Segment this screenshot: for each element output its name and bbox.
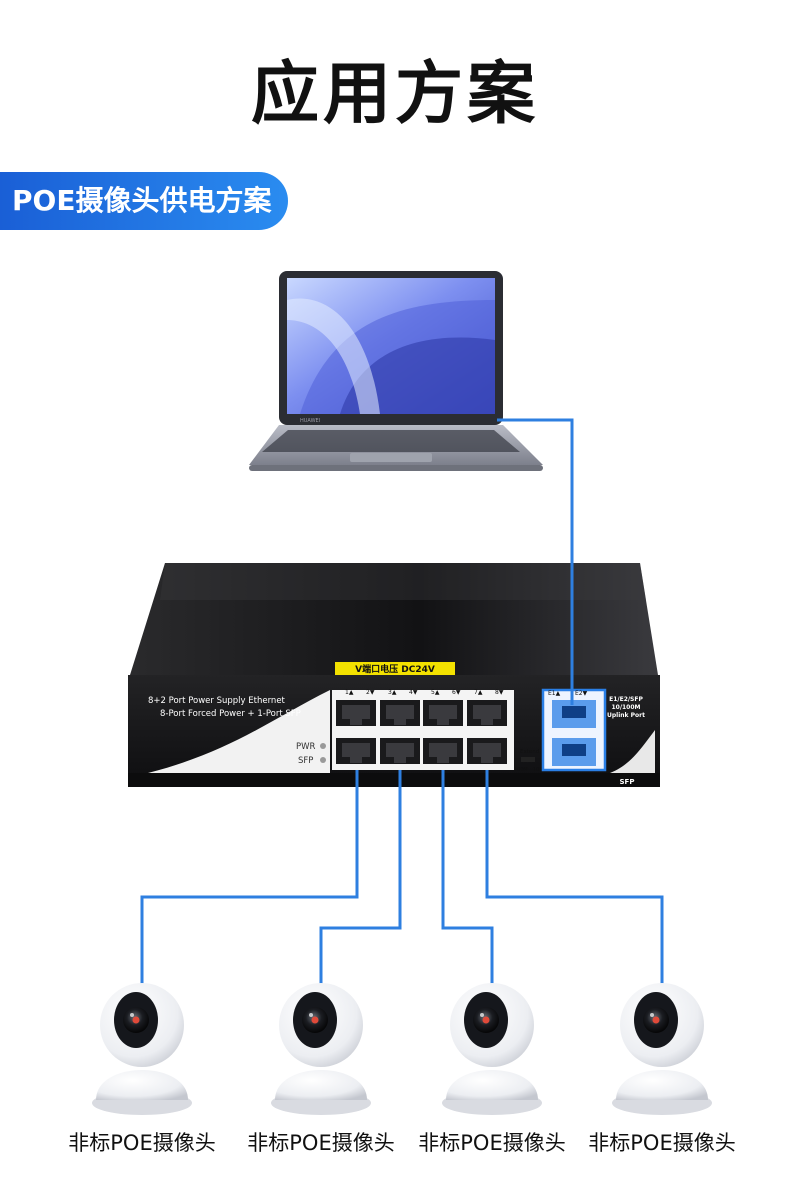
cable-camera-2 — [321, 770, 400, 985]
sfp-led-label: SFP — [298, 756, 313, 766]
rj45-port-8[interactable] — [467, 738, 507, 764]
voltage-label: V端口电压 DC24V — [355, 663, 435, 675]
switch-desc-line2: 8-Port Forced Power + 1-Port SFP — [160, 709, 301, 719]
poe-camera-2 — [271, 983, 371, 1115]
rj45-port-7[interactable] — [467, 700, 507, 726]
port-number-7: 7▲ — [474, 689, 483, 696]
rj45-port-4[interactable] — [380, 738, 420, 764]
uplink-desc-line3: Uplink Port — [607, 712, 645, 719]
camera-label-4: 非标POE摄像头 — [577, 1127, 747, 1157]
extend-left-label: 100M — [514, 767, 528, 773]
uplink-desc-line1: E1/E2/SFP — [609, 696, 643, 703]
poe-camera-1 — [92, 983, 192, 1115]
uplink-label-e2: E2▼ — [575, 690, 588, 697]
switch-desc-line1: 8+2 Port Power Supply Ethernet — [148, 696, 286, 706]
sfp-led — [320, 757, 326, 763]
camera-label-3: 非标POE摄像头 — [407, 1127, 577, 1157]
pwr-led-label: PWR — [296, 742, 316, 752]
port-number-1: 1▲ — [345, 689, 354, 696]
rj45-port-5[interactable] — [423, 700, 463, 726]
poe-camera-3 — [442, 983, 542, 1115]
port-number-3: 3▲ — [388, 689, 397, 696]
port-number-6: 6▼ — [452, 689, 461, 696]
extend-label: Extend — [520, 749, 539, 755]
rj45-port-2[interactable] — [336, 738, 376, 764]
port-number-2: 2▼ — [366, 689, 375, 696]
port-number-4: 4▼ — [409, 689, 418, 696]
camera-label-2: 非标POE摄像头 — [236, 1127, 406, 1157]
sfp-tag: SFP — [620, 778, 635, 786]
pwr-led — [320, 743, 326, 749]
camera-label-1: 非标POE摄像头 — [57, 1127, 227, 1157]
cable-camera-3 — [443, 770, 492, 985]
rj45-port-6[interactable] — [423, 738, 463, 764]
laptop-brand: HUAWEI — [300, 418, 320, 424]
uplink-label-e1: E1▲ — [548, 690, 561, 697]
cable-camera-1 — [142, 770, 357, 985]
poe-switch: V端口电压 DC24V 8+2 Port Power Supply Ethern… — [128, 563, 660, 787]
poe-camera-4 — [612, 983, 712, 1115]
port-number-8: 8▼ — [495, 689, 504, 696]
rj45-port-1[interactable] — [336, 700, 376, 726]
uplink-desc-line2: 10/100M — [611, 704, 640, 711]
cable-camera-4 — [487, 770, 662, 985]
extend-switch[interactable] — [521, 757, 535, 762]
laptop: HUAWEI — [249, 271, 543, 471]
port-number-5: 5▲ — [431, 689, 440, 696]
rj45-port-3[interactable] — [380, 700, 420, 726]
